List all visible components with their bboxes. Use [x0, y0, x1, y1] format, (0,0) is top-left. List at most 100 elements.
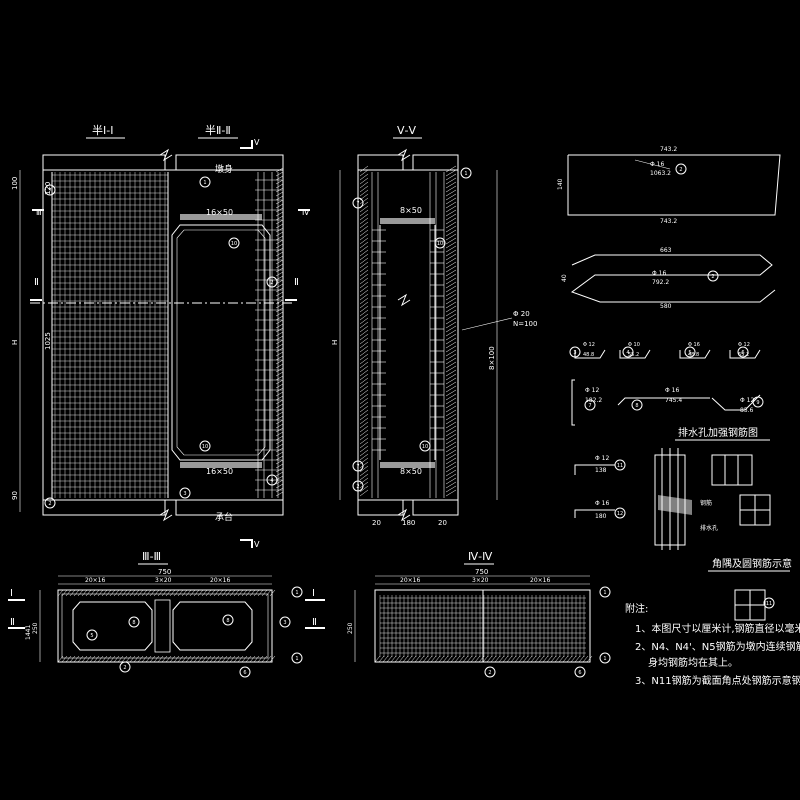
bar-shapes: 743.2 743.2 140 Φ 16 1063.2 663 580 Φ 16…: [557, 146, 781, 441]
callout-number: 6: [578, 670, 581, 676]
p4-mid: 3×20: [472, 577, 489, 584]
callout-number: 10: [202, 444, 208, 450]
detail-d2: Φ 16: [595, 500, 609, 507]
callout-bubble: [352, 460, 364, 472]
callout-number: 8: [635, 403, 638, 409]
p3-cut-1: Ⅰ: [10, 588, 13, 599]
sec5-base-mid: 180: [402, 519, 415, 527]
callout-number: 7: [48, 188, 51, 194]
p3-depth2: 1441: [25, 625, 32, 640]
callout-bubble: [266, 474, 278, 486]
p3-cut-2r: Ⅱ: [312, 617, 317, 628]
note-2: 2、N4、N4'、N5钢筋为墩内连续钢筋,其端头在墩: [635, 640, 800, 653]
small-bar-len: 65.2: [738, 352, 749, 358]
cut-mark-4-right: Ⅳ: [302, 208, 310, 217]
callout-bubble: [434, 237, 446, 249]
p4-left: 20×16: [400, 577, 420, 584]
callout-number: 12: [617, 511, 623, 517]
bar3-spec: Φ 20: [513, 310, 530, 318]
b1-top: 743.2: [660, 146, 677, 153]
note-3: 3、N11钢筋为截面角点处钢筋示意钢筋。: [635, 674, 800, 687]
notes-block: 附注: 1、本图尺寸以厘米计,钢筋直径以毫米计,比例1:80 2、N4、N4'、…: [625, 602, 800, 687]
corner-title: 角隅及圆钢筋示意: [712, 557, 792, 570]
callout-number: 6: [741, 350, 744, 356]
b2-side: 40: [561, 274, 568, 282]
callout-number: 7: [588, 403, 591, 409]
note-1: 1、本图尺寸以厘米计,钢筋直径以毫米计,比例1:80: [635, 622, 800, 635]
callout-number: 1: [603, 656, 606, 662]
callout-bubble: [614, 459, 626, 471]
callout-number: 5: [688, 350, 691, 356]
p3-mid: 3×20: [155, 577, 172, 584]
callout-bubble: [222, 614, 234, 626]
rebar-grid-left: [51, 172, 169, 498]
dim-top2: 120: [44, 182, 52, 195]
callout-number: 8: [132, 620, 135, 626]
detail-hole: 排水孔: [700, 524, 718, 532]
label-half-2-2: 半Ⅱ-Ⅱ: [205, 123, 231, 137]
p4-total: 750: [475, 568, 488, 576]
callout-number: 4: [626, 350, 629, 356]
callout-number: 2: [123, 665, 126, 671]
sec5-outline: [357, 169, 459, 501]
callout-number: 10: [422, 444, 428, 450]
small-bar-spec: Φ 12: [583, 342, 595, 348]
cut-mark-left-2: Ⅱ: [34, 277, 39, 288]
dim-H: H: [11, 340, 19, 345]
detail-d1: Φ 12: [595, 455, 609, 462]
bend-c: Φ 12: [740, 397, 754, 404]
p4-right: 20×16: [530, 577, 550, 584]
callout-bubble: [44, 184, 56, 196]
callout-number: 3: [183, 491, 186, 497]
b2-len: 792.2: [652, 279, 669, 286]
b2-bottom: 580: [660, 303, 672, 310]
callout-bubble: [675, 163, 687, 175]
dim-inner-bot: 16×50: [206, 467, 233, 476]
callout-number: 1: [295, 590, 298, 596]
callout-number: 1: [603, 590, 606, 596]
callout-number: 7: [356, 201, 359, 207]
callout-bubble: [684, 346, 696, 358]
label-half-1-1: 半Ⅰ-Ⅰ: [92, 123, 113, 137]
callout-bubble: [419, 440, 431, 452]
callout-bubble: [128, 616, 140, 628]
b1-side: 140: [557, 178, 564, 190]
section-3-3: Ⅲ-Ⅲ 750 20×16 3×20 20×16 250 1441 Ⅰ Ⅱ Ⅰ …: [8, 550, 325, 663]
note-2b: 身均钢筋均在其上。: [648, 656, 738, 669]
callout-bubble: [574, 666, 586, 678]
callout-bubble: [44, 497, 56, 509]
callout-bubble: [569, 346, 581, 358]
cut-mark-5-top: Ⅴ: [254, 138, 260, 147]
label-pile-cap: 承台: [215, 511, 233, 523]
callout-number: 1: [295, 656, 298, 662]
drain-detail: Φ 12 138 Φ 16 180 钢筋 排水孔 角隅及圆钢筋示意: [574, 448, 792, 621]
dim-top: 100: [11, 177, 19, 190]
small-bar-len: 48.8: [583, 352, 594, 358]
bend-a-len: 182.2: [585, 397, 602, 404]
bend-b-len: 745.4: [665, 397, 682, 404]
callout-number: 5: [90, 633, 93, 639]
p3-total: 750: [158, 568, 171, 576]
callout-bubble: [599, 652, 611, 664]
small-bar-spec: Φ 12: [738, 342, 750, 348]
callout-bubble: [763, 597, 775, 609]
callout-bubble: [119, 661, 131, 673]
side-note: N=100: [513, 320, 537, 328]
dim-inner-top: 16×50: [206, 208, 233, 217]
sec5-base-left: 20: [372, 519, 381, 527]
p3-cut-1r: Ⅰ: [312, 588, 315, 599]
sec5-dim-H: H: [331, 340, 339, 345]
callout-bubble: [291, 652, 303, 664]
detail-d2-len: 180: [595, 513, 607, 520]
detail-rebar: 钢筋: [700, 499, 712, 507]
bend-a: Φ 12: [585, 387, 599, 394]
label-pier-body: 墩身: [215, 163, 233, 175]
callout-number: 2: [711, 274, 714, 280]
sec5-dim-bot: 8×50: [400, 467, 422, 476]
callout-bubble: [631, 399, 643, 411]
callout-bubble: [228, 237, 240, 249]
p4-depth: 250: [347, 622, 354, 634]
callout-bubble: [291, 586, 303, 598]
drain-title: 排水孔加强钢筋图: [678, 426, 758, 439]
